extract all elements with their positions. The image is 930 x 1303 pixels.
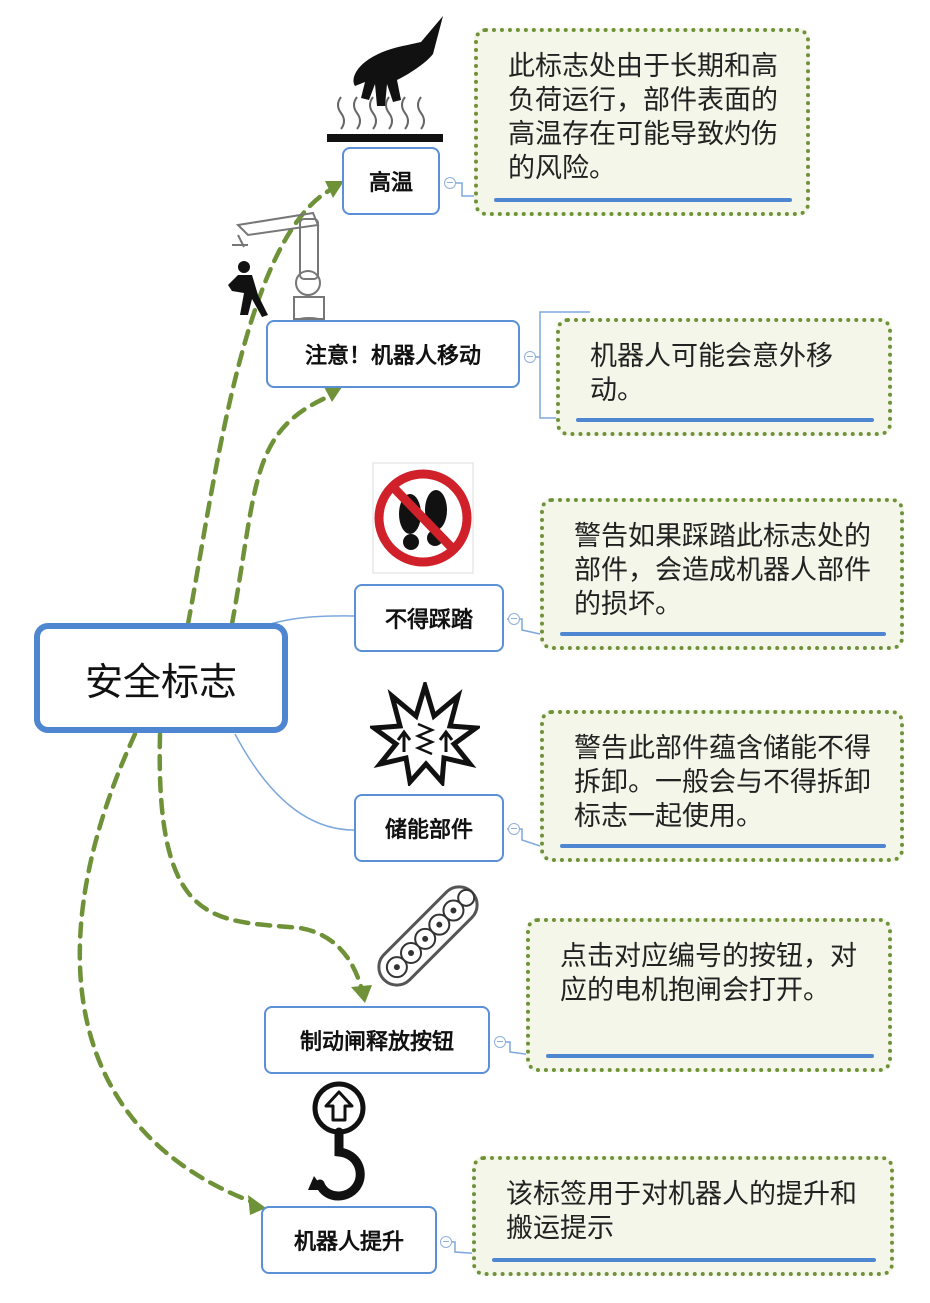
no-step-icon <box>372 462 474 574</box>
topic-label: 机器人提升 <box>293 1230 404 1255</box>
note-brake-release: 点击对应编号的按钮，对应的电机抱闸会打开。 <box>526 918 892 1072</box>
note-no-step: 警告如果踩踏此标志处的部件，会造成机器人部件的损坏。 <box>540 498 904 650</box>
topic-robot-lifting[interactable]: 机器人提升 <box>261 1206 437 1274</box>
collapse-toggle-no-step[interactable] <box>508 613 520 625</box>
arrow-to-robot-moving <box>229 392 335 627</box>
topic-no-step[interactable]: 不得踩踏 <box>354 584 504 652</box>
note-stored-energy: 警告此部件蕴含储能不得拆卸。一般会与不得拆卸标志一起使用。 <box>540 710 904 862</box>
line-to-stored-energy <box>234 733 355 831</box>
topic-label: 不得踩踏 <box>384 608 473 633</box>
topic-label: 制动闸释放按钮 <box>299 1030 454 1055</box>
note-high-temp: 此标志处由于长期和高负荷运行，部件表面的高温存在可能导致灼伤的风险。 <box>474 28 810 216</box>
note-text: 警告此部件蕴含储能不得拆卸。一般会与不得拆卸标志一起使用。 <box>574 733 871 832</box>
arrowhead-robot-lifting <box>248 1195 266 1215</box>
arrowhead-brake-release <box>351 985 372 1003</box>
lifting-hook-icon <box>308 1081 366 1201</box>
note-text: 警告如果踩踏此标志处的部件，会造成机器人部件的损坏。 <box>574 521 871 620</box>
stored-energy-icon <box>370 682 480 786</box>
collapse-toggle-stored-energy[interactable] <box>508 823 520 835</box>
root-topic-label: 安全标志 <box>84 659 237 704</box>
note-text: 该标签用于对机器人的提升和搬运提示 <box>506 1179 857 1244</box>
collapse-toggle-high-temp[interactable] <box>444 177 456 189</box>
arrow-to-high-temp <box>185 186 335 627</box>
topic-robot-moving[interactable]: 注意！机器人移动 <box>266 320 520 388</box>
collapse-toggle-robot-lifting[interactable] <box>440 1236 452 1248</box>
topic-stored-energy[interactable]: 储能部件 <box>354 794 504 862</box>
root-topic[interactable]: 安全标志 <box>34 623 288 733</box>
collapse-toggle-robot-moving[interactable] <box>524 351 536 363</box>
arrowhead-high-temp <box>325 181 344 198</box>
topic-label: 高温 <box>368 171 413 196</box>
note-text: 点击对应编号的按钮，对应的电机抱闸会打开。 <box>560 941 857 1006</box>
note-text: 机器人可能会意外移动。 <box>590 341 833 406</box>
robot-moving-icon <box>228 211 328 333</box>
note-robot-moving: 机器人可能会意外移动。 <box>556 318 892 436</box>
arrow-to-brake-release <box>157 731 365 993</box>
hot-surface-icon <box>327 16 443 142</box>
topic-high-temp[interactable]: 高温 <box>342 147 440 215</box>
collapse-toggle-brake-release[interactable] <box>494 1036 506 1048</box>
brake-release-buttons-icon <box>377 885 479 987</box>
note-robot-lifting: 该标签用于对机器人的提升和搬运提示 <box>472 1156 894 1276</box>
arrow-to-robot-lifting <box>77 731 258 1206</box>
topic-label: 注意！机器人移动 <box>304 344 481 369</box>
note-text: 此标志处由于长期和高负荷运行，部件表面的高温存在可能导致灼伤的风险。 <box>508 51 778 184</box>
topic-brake-release[interactable]: 制动闸释放按钮 <box>264 1006 490 1074</box>
arrowhead-robot-moving <box>323 385 342 402</box>
topic-label: 储能部件 <box>384 818 473 843</box>
